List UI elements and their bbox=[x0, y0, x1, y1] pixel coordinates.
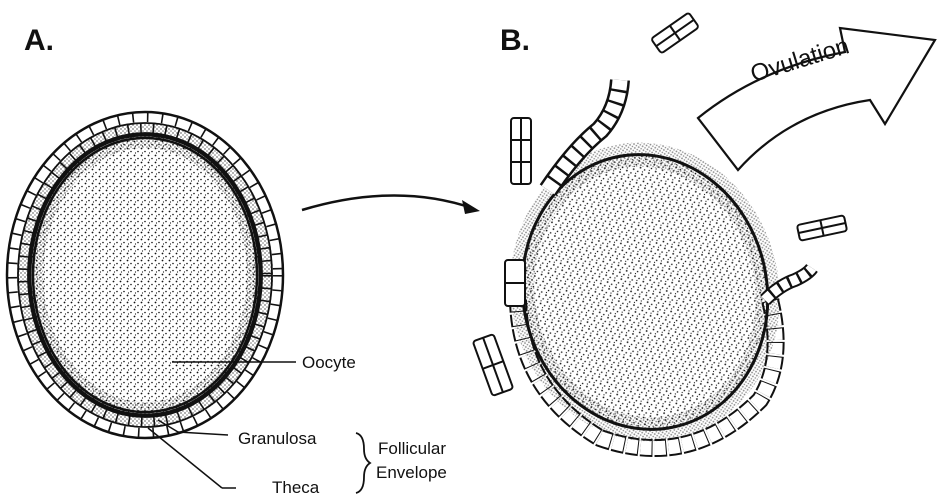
follicle-b bbox=[473, 12, 935, 452]
envelope-brace bbox=[356, 433, 370, 493]
granulosa-label: Granulosa bbox=[238, 430, 316, 447]
panel-label-a: A. bbox=[24, 26, 54, 56]
follicular-label: Follicular bbox=[378, 440, 446, 457]
oocyte-label: Oocyte bbox=[302, 354, 356, 371]
panel-label-b: B. bbox=[500, 26, 530, 56]
theca-label: Theca bbox=[272, 479, 319, 496]
theca-leader bbox=[148, 428, 222, 488]
transition-arrow bbox=[302, 195, 480, 214]
envelope-label: Envelope bbox=[376, 464, 447, 481]
